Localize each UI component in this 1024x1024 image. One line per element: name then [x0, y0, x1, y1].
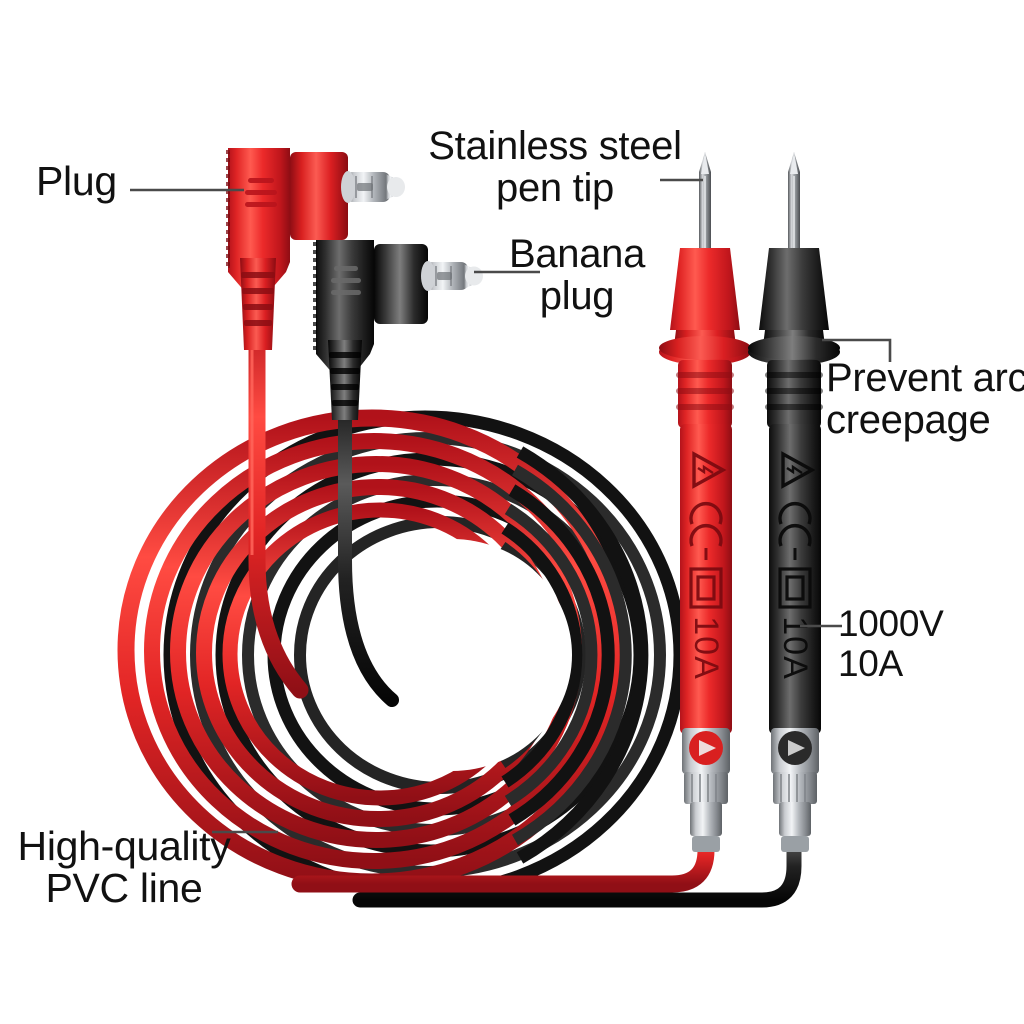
black-probe-body [769, 424, 821, 734]
red-probe-body [680, 424, 732, 734]
black-cable-to-probe [352, 804, 802, 908]
red-probe-markings: 10A [687, 451, 727, 680]
red-cable-from-plug [248, 291, 309, 699]
callout-high-quality-pvc-line: High-quality PVC line [17, 823, 231, 911]
callout-banana-plug: Banana plug [508, 232, 646, 318]
coil-center-hole [332, 539, 572, 771]
callout-plug: Plug [36, 158, 117, 204]
black-plug-strain-relief [328, 340, 362, 420]
red-plug-strain-relief [240, 258, 276, 350]
red-probe: 10A [659, 152, 751, 852]
red-plug-banana-pin [341, 171, 405, 203]
callout-voltage-current-rating: 1000V 10A [838, 603, 944, 684]
red-probe-grip [676, 360, 734, 428]
callout-stainless-steel-pen-tip: Stainless steel pen tip [428, 124, 682, 210]
black-probe-grip [765, 360, 823, 428]
black-probe-guard-flange [748, 336, 840, 365]
leader-line-arc [822, 338, 892, 362]
black-right-angle-plug [313, 240, 483, 420]
red-probe-guard-flange [659, 336, 751, 365]
black-probe: 10A [748, 152, 840, 852]
red-probe-ferrule [682, 728, 730, 852]
callout-prevent-arc-creepage: Prevent arc creepage [826, 356, 1024, 442]
black-plug-banana-pin [421, 261, 483, 291]
black-cable-from-plug [338, 375, 399, 707]
svg-text:10A: 10A [687, 616, 725, 680]
red-right-angle-plug [226, 148, 405, 350]
black-probe-ferrule [771, 728, 819, 852]
